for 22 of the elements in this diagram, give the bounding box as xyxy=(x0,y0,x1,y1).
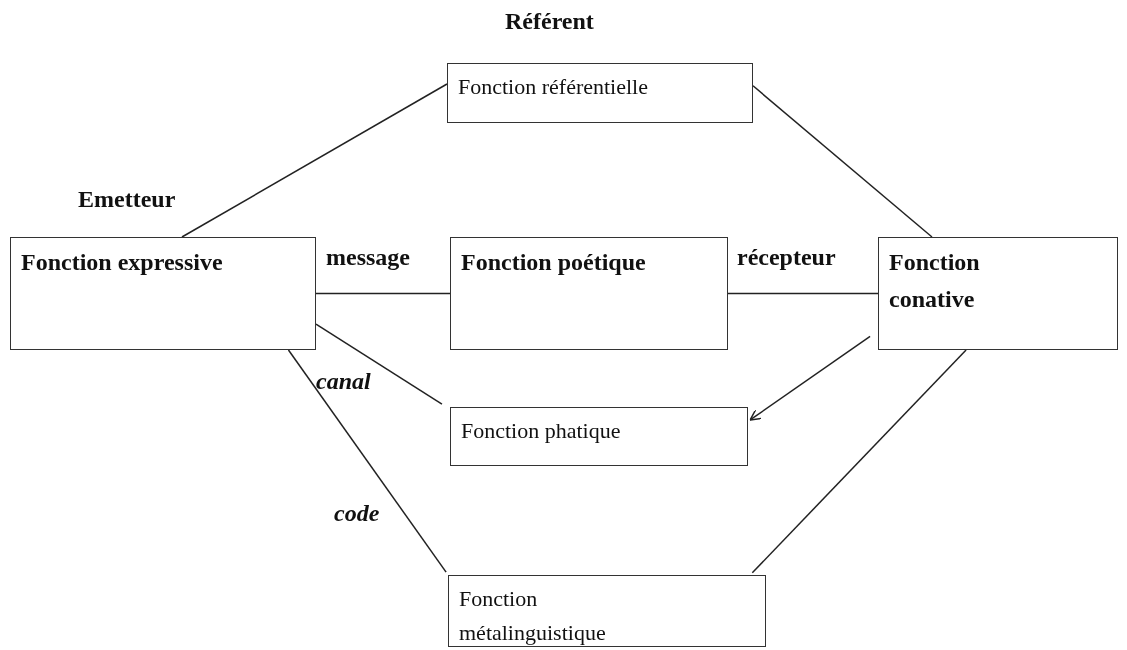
function-name: Fonction référentielle xyxy=(458,73,648,101)
connector-line xyxy=(727,292,879,295)
connector-line xyxy=(315,292,451,295)
edge-label: code xyxy=(334,500,380,527)
connector-line xyxy=(181,83,448,238)
function-box xyxy=(450,237,728,350)
function-box xyxy=(448,575,766,647)
connector-line xyxy=(752,85,933,238)
function-box xyxy=(878,237,1118,350)
function-box xyxy=(450,407,748,466)
function-box xyxy=(10,237,316,350)
function-name: Fonction phatique xyxy=(461,417,621,445)
arrow xyxy=(749,335,871,421)
function-name: Fonction poétique xyxy=(461,248,646,277)
function-box xyxy=(447,63,753,123)
connector-line xyxy=(751,349,967,574)
function-name: Fonction métalinguistique xyxy=(459,585,607,648)
connector-line xyxy=(315,323,443,405)
connector-line xyxy=(287,349,447,573)
function-name: Fonction expressive xyxy=(21,248,223,277)
edge-label: canal xyxy=(316,368,371,395)
function-name: Fonction conative xyxy=(889,248,981,315)
